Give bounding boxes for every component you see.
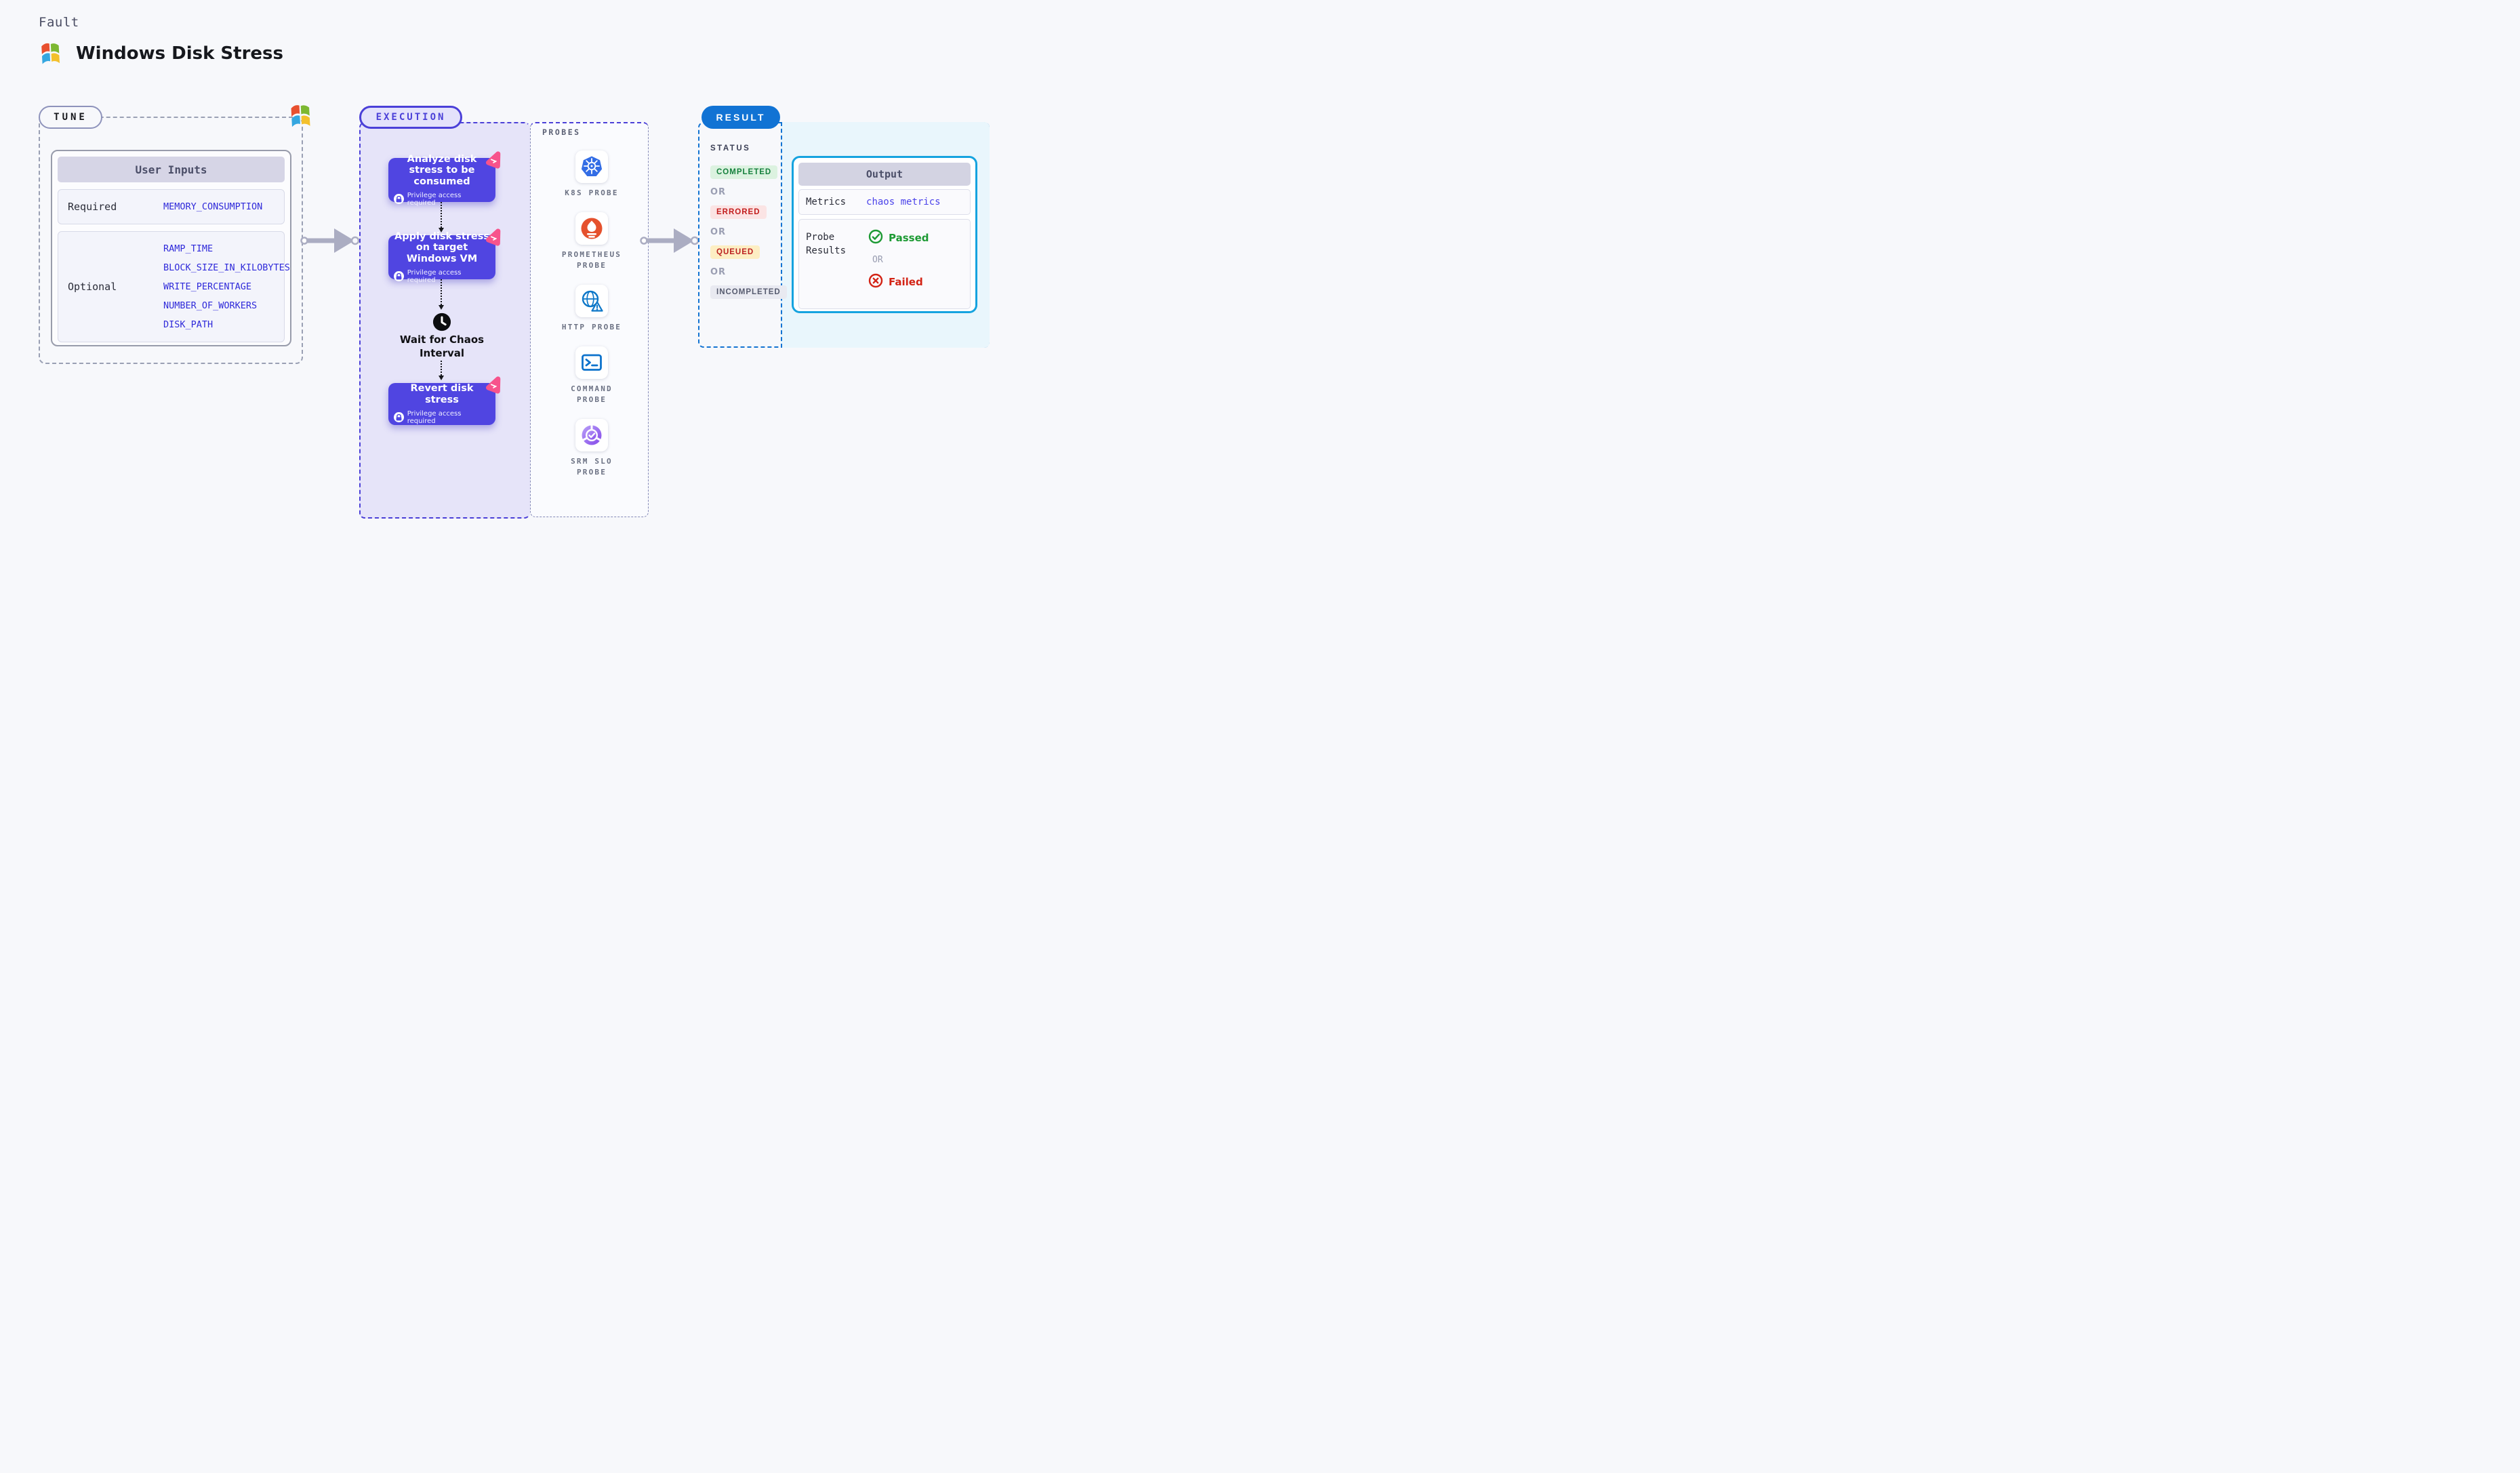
step-title: Revert disk stress	[410, 383, 474, 405]
http-globe-icon	[575, 284, 608, 317]
metrics-label: Metrics	[806, 197, 847, 207]
step-card-apply: Apply disk stress on target Windows VM P…	[388, 228, 501, 284]
probe-label: SRM SLO PROBE	[571, 456, 613, 477]
windows-logo-icon	[287, 101, 318, 135]
lock-icon	[394, 412, 404, 423]
probes-list: K8S PROBE PROMETHEUS PROBE	[552, 150, 631, 478]
x-circle-icon	[868, 273, 883, 291]
probe-label: COMMAND PROBE	[571, 384, 613, 404]
probes-title: PROBES	[542, 127, 581, 137]
step-connector	[439, 361, 444, 380]
status-list: COMPLETED OR ERRORED OR QUEUED OR INCOMP…	[710, 165, 787, 299]
input-param: BLOCK_SIZE_IN_KILOBYTES	[163, 262, 290, 273]
fault-label: Fault	[39, 15, 79, 30]
chaos-flag-icon	[484, 228, 502, 249]
lock-icon	[394, 194, 404, 205]
status-badge-completed: COMPLETED	[710, 165, 778, 179]
lock-icon	[394, 271, 404, 282]
prometheus-icon	[575, 211, 608, 245]
terminal-icon	[575, 346, 608, 379]
metrics-row: Metrics chaos metrics	[798, 189, 971, 215]
failed-label: Failed	[889, 276, 923, 288]
privilege-label: Privilege access required	[407, 268, 462, 284]
or-label: OR	[710, 227, 727, 237]
input-param: WRITE_PERCENTAGE	[163, 281, 252, 292]
step-connector	[439, 202, 444, 233]
input-param: MEMORY_CONSUMPTION	[163, 201, 263, 212]
privilege-label: Privilege access required	[407, 191, 462, 207]
probe-item-srm-slo: SRM SLO PROBE	[554, 418, 630, 478]
output-title: Output	[798, 163, 971, 186]
or-label: OR	[710, 267, 727, 277]
or-label: OR	[872, 255, 883, 265]
probe-item-http: HTTP PROBE	[554, 284, 630, 333]
probe-label: K8S PROBE	[565, 188, 619, 197]
probe-results-row: Probe Results Passed OR	[798, 219, 971, 309]
chaos-flag-icon	[484, 151, 502, 172]
result-badge: RESULT	[702, 106, 780, 129]
step-card-revert: Revert disk stress Privilege access requ…	[388, 376, 501, 425]
probe-label: PROMETHEUS PROBE	[561, 249, 622, 270]
clock-icon	[432, 312, 451, 334]
kubernetes-icon	[575, 150, 608, 183]
windows-logo-icon	[37, 39, 67, 72]
probe-item-command: COMMAND PROBE	[554, 346, 630, 405]
status-badge-errored: ERRORED	[710, 205, 767, 219]
tune-badge: TUNE	[39, 106, 102, 129]
metrics-value: chaos metrics	[866, 197, 941, 207]
check-circle-icon	[868, 229, 883, 247]
step-connector	[439, 279, 444, 310]
status-badge-queued: QUEUED	[710, 245, 760, 259]
arrow-right-icon	[640, 227, 701, 257]
probes-section	[530, 122, 649, 517]
fault-diagram: Fault Windows Disk Stress TUNE User Inpu…	[0, 0, 1044, 620]
input-param: NUMBER_OF_WORKERS	[163, 300, 258, 311]
chaos-flag-icon	[484, 376, 502, 397]
step-title: Apply disk stress on target Windows VM	[394, 230, 489, 264]
status-title: STATUS	[710, 144, 751, 153]
arrow-right-icon	[300, 227, 361, 257]
user-inputs-title: User Inputs	[58, 157, 285, 182]
passed-label: Passed	[889, 232, 929, 244]
required-inputs-row: Required MEMORY_CONSUMPTION	[58, 189, 285, 224]
wait-for-chaos-label: Wait for Chaos Interval	[399, 334, 485, 359]
or-label: OR	[710, 187, 727, 197]
srm-slo-icon	[575, 418, 608, 451]
probe-results-label: Probe Results	[806, 232, 847, 257]
step-title: Analyze disk stress to be consumed	[407, 153, 477, 187]
user-inputs-panel: User Inputs Required MEMORY_CONSUMPTION …	[51, 150, 291, 346]
page-title: Windows Disk Stress	[76, 43, 283, 64]
required-label: Required	[68, 201, 117, 213]
input-param: RAMP_TIME	[163, 243, 214, 254]
optional-inputs-row: Optional RAMP_TIME BLOCK_SIZE_IN_KILOBYT…	[58, 231, 290, 342]
probe-item-k8s: K8S PROBE	[554, 150, 630, 199]
step-card-analyze: Analyze disk stress to be consumed Privi…	[388, 151, 501, 207]
status-badge-incompleted: INCOMPLETED	[710, 285, 787, 299]
input-param: DISK_PATH	[163, 319, 214, 330]
privilege-label: Privilege access required	[407, 409, 462, 425]
probe-label: HTTP PROBE	[561, 322, 622, 331]
optional-label: Optional	[68, 281, 117, 293]
output-panel: Output Metrics chaos metrics Probe Resul…	[792, 156, 977, 313]
execution-badge: EXECUTION	[359, 106, 462, 129]
probe-item-prometheus: PROMETHEUS PROBE	[554, 211, 630, 271]
